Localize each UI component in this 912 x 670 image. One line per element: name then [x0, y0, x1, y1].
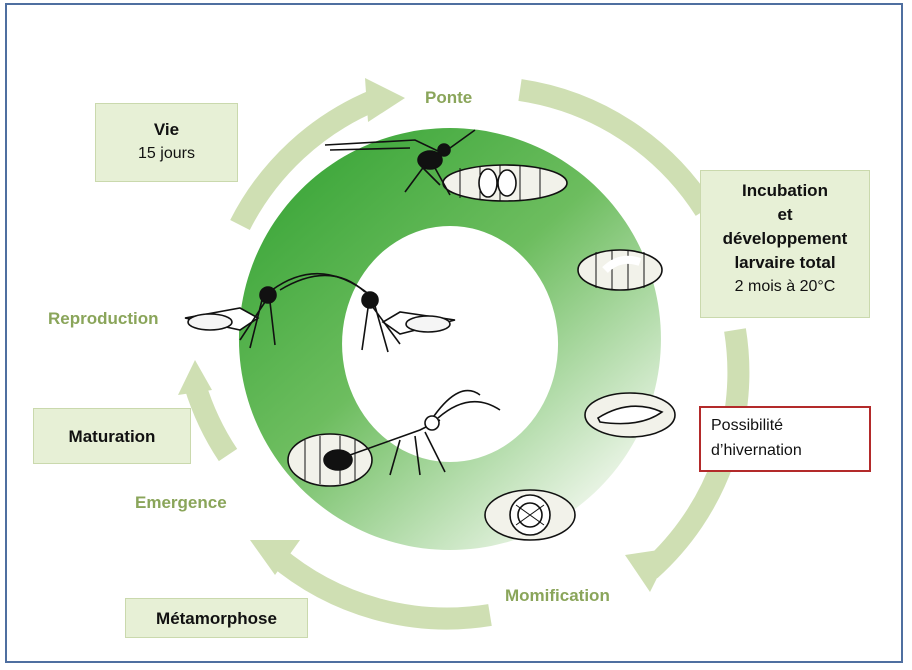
overwintering-note-line2: d’hivernation [711, 438, 859, 463]
overwintering-note-line1: Possibilité [711, 413, 859, 438]
box-incubation-line2: et [701, 203, 869, 227]
aphid-ponte-illustration [443, 165, 567, 201]
stage-emergence: Emergence [135, 493, 227, 513]
box-vie-duration: 15 jours [96, 142, 237, 166]
arrow-left-lower [195, 385, 228, 455]
box-vie-title: Vie [96, 118, 237, 142]
box-vie: Vie 15 jours [95, 103, 238, 182]
box-metamorphose-title: Métamorphose [126, 607, 307, 631]
stage-ponte: Ponte [425, 88, 472, 108]
box-maturation-title: Maturation [34, 425, 190, 449]
box-incubation-line3: développement [701, 227, 869, 251]
box-maturation: Maturation [33, 408, 191, 464]
box-incubation-line1: Incubation [701, 179, 869, 203]
overwintering-note: Possibilité d’hivernation [699, 406, 871, 472]
box-incubation-duration: 2 mois à 20°C [701, 275, 869, 299]
arrowhead-left [178, 360, 212, 395]
mummy-illustration-1 [578, 250, 662, 290]
box-incubation-line4: larvaire total [701, 251, 869, 275]
stage-momification: Momification [505, 586, 610, 606]
mummy-illustration-2 [585, 393, 675, 437]
box-incubation: Incubation et développement larvaire tot… [700, 170, 870, 318]
mummy-illustration-3 [485, 490, 575, 540]
box-metamorphose: Métamorphose [125, 598, 308, 638]
stage-reproduction: Reproduction [48, 309, 159, 329]
arrowhead-top [365, 78, 405, 122]
